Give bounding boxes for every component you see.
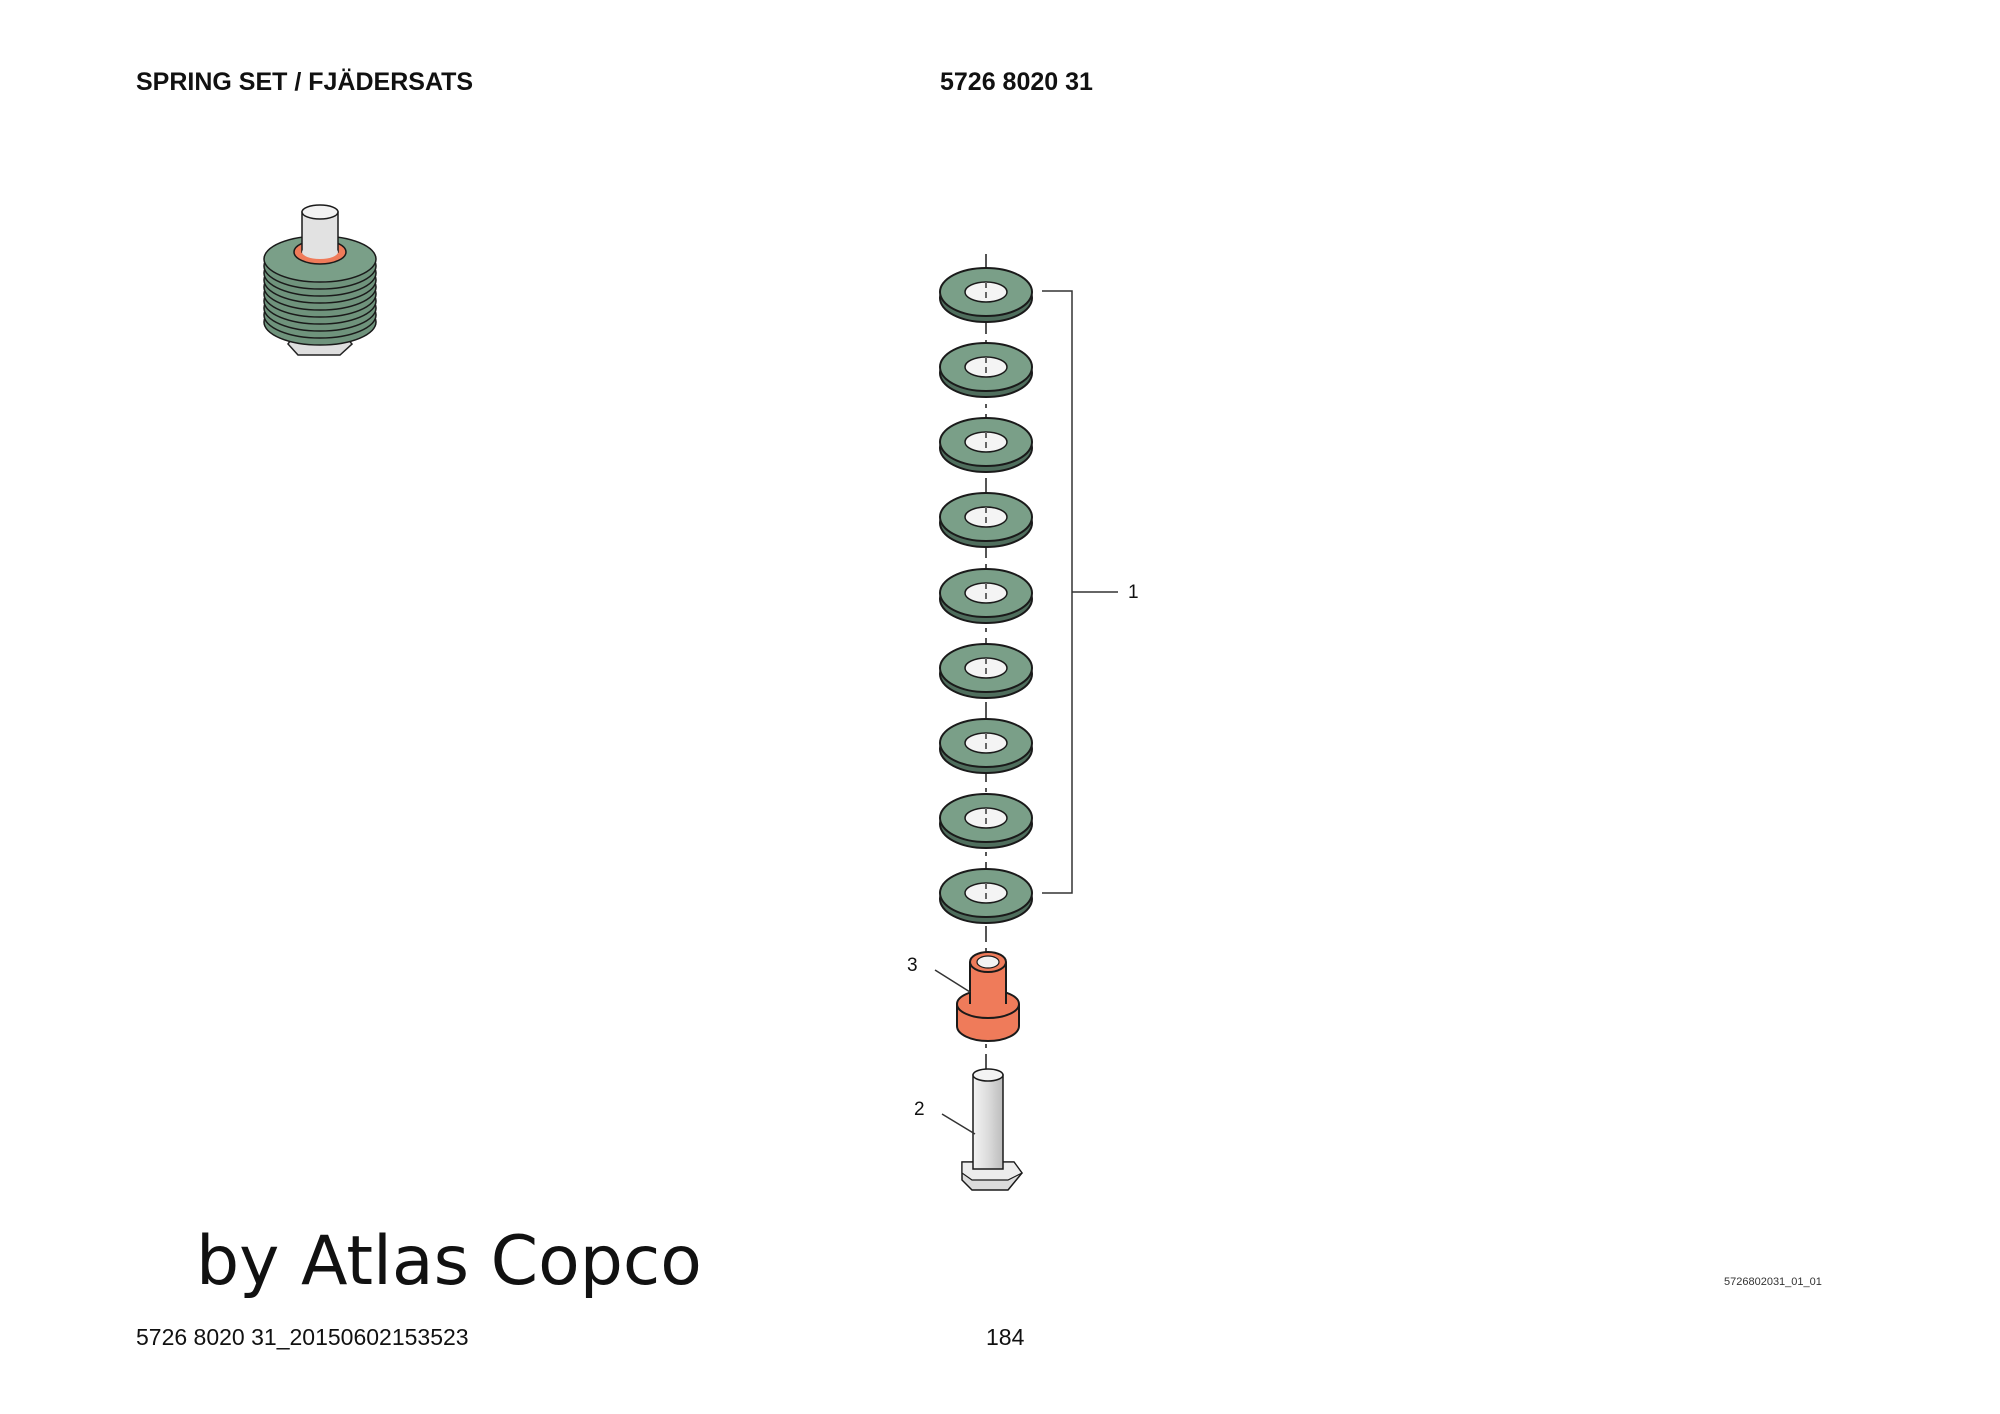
stacked-bolt-base bbox=[302, 245, 338, 259]
callout-item-1: 1 bbox=[1128, 582, 1139, 603]
callout-item-2: 2 bbox=[914, 1099, 925, 1120]
item-3-leader bbox=[934, 969, 971, 993]
disc-spring-washer bbox=[939, 267, 1033, 323]
disc-spring-washer bbox=[939, 492, 1033, 548]
stacked-bolt-top bbox=[301, 204, 339, 220]
document-id: 5726 8020 31_20150602153523 bbox=[136, 1324, 469, 1350]
bolt-part bbox=[961, 1068, 1023, 1191]
disc-spring-washer bbox=[939, 568, 1033, 624]
page-number: 184 bbox=[986, 1324, 1025, 1350]
disc-spring-washer bbox=[939, 718, 1033, 774]
disc-spring-washer bbox=[939, 868, 1033, 924]
bushing-part bbox=[956, 951, 1020, 1042]
drawing-reference: 5726802031_01_01 bbox=[1724, 1276, 1822, 1288]
item-2-leader bbox=[941, 1113, 976, 1135]
brand-watermark: by Atlas Copco bbox=[196, 1222, 702, 1301]
callout-item-3: 3 bbox=[907, 955, 918, 976]
disc-spring-washer bbox=[939, 342, 1033, 398]
part-number: 5726 8020 31 bbox=[940, 68, 1093, 96]
page-title: SPRING SET / FJÄDERSATS bbox=[136, 68, 474, 96]
disc-spring-washer bbox=[939, 793, 1033, 849]
item-1-bracket bbox=[1042, 290, 1118, 894]
assembled-view-icon bbox=[263, 204, 377, 356]
disc-spring-stack bbox=[939, 267, 1033, 924]
disc-spring-washer bbox=[939, 643, 1033, 699]
disc-spring-washer bbox=[939, 417, 1033, 473]
